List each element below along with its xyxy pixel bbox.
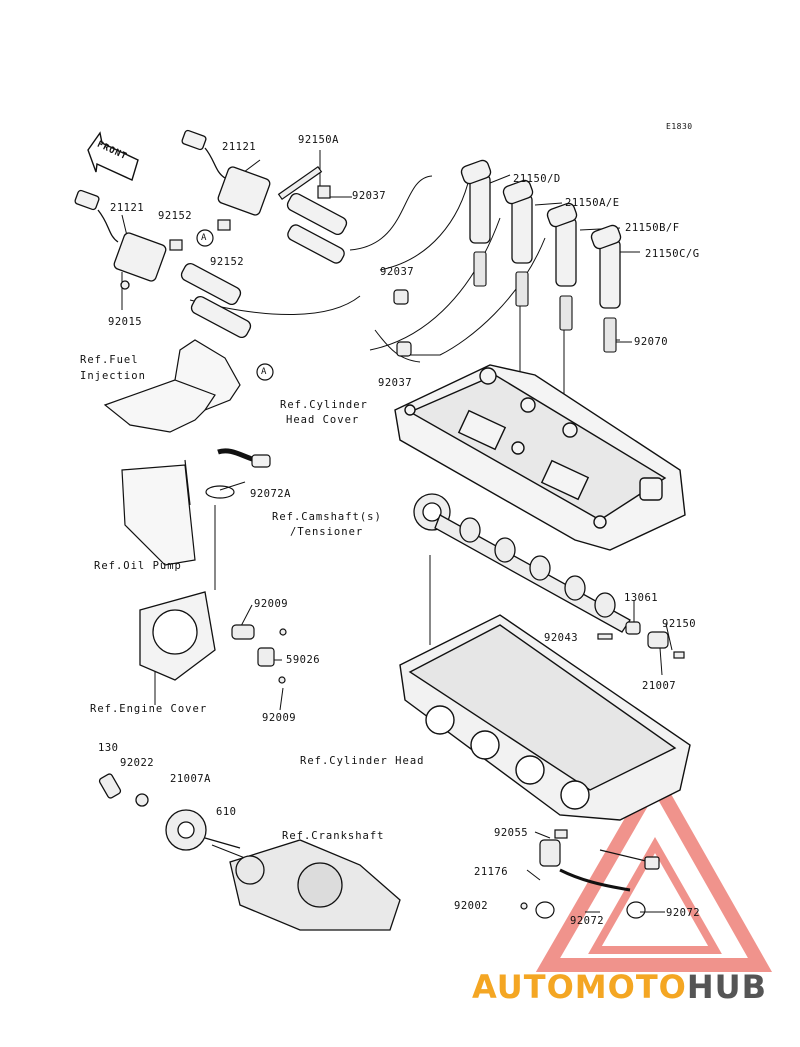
part-label-92009-bottom: 92009	[262, 712, 297, 724]
watermark-triangle	[535, 765, 773, 972]
cylinder-head-cover	[394, 364, 686, 551]
part-label-21121-upper: 21121	[222, 141, 257, 153]
part-label-92070: 92070	[634, 336, 669, 348]
ref-label-engine-cover: Ref.Engine Cover	[90, 703, 208, 715]
breather-hose	[205, 448, 271, 499]
part-label-130: 130	[98, 742, 119, 754]
ref-label-fuel-injection-1: Ref.Fuel	[80, 354, 139, 366]
part-label-13061: 13061	[624, 592, 659, 604]
part-label-92150: 92150	[662, 618, 697, 630]
part-label-92072-right: 92072	[666, 907, 701, 919]
ignition-coil-upper	[181, 129, 348, 264]
part-label-21176: 21176	[474, 866, 509, 878]
part-label-92150a: 92150A	[298, 134, 339, 146]
crankshaft	[229, 839, 401, 931]
ref-label-crankshaft: Ref.Crankshaft	[282, 830, 385, 842]
ref-label-oil-pump: Ref.Oil Pump	[94, 560, 182, 572]
pickup-sensor-59026	[231, 624, 287, 684]
part-label-21121-lower: 21121	[110, 202, 145, 214]
bolts-92150a-92152	[169, 165, 331, 251]
part-label-92015: 92015	[108, 316, 143, 328]
timing-sensor-21176	[520, 829, 660, 919]
oil-pump-plate	[121, 459, 196, 566]
callout-a-lower: A	[261, 367, 267, 377]
part-label-92002: 92002	[454, 900, 489, 912]
part-label-21150d: 21150/D	[513, 173, 561, 185]
clamps-92037	[393, 289, 412, 357]
part-label-92037-mid: 92037	[380, 266, 415, 278]
callout-circles	[196, 229, 274, 381]
watermark-logo: AUTOMOTOHUB	[472, 968, 767, 1006]
camshaft	[413, 493, 631, 633]
ref-label-camshaft-1: Ref.Camshaft(s)	[272, 511, 382, 523]
ref-label-fuel-injection-2: Injection	[80, 370, 146, 382]
fuel-injection-bracket	[103, 339, 241, 433]
part-label-92022: 92022	[120, 757, 155, 769]
part-label-21150ae: 21150A/E	[565, 197, 620, 209]
part-label-92037-top: 92037	[352, 190, 387, 202]
tensioner-parts	[597, 621, 685, 659]
watermark-text-part2: HUB	[686, 968, 768, 1006]
crankshaft-parts	[98, 773, 241, 851]
part-label-21007a: 21007A	[170, 773, 211, 785]
spark-plug-caps	[460, 159, 622, 309]
leader-lines	[121, 150, 673, 913]
watermark-text-part1: AUTOMOTO	[472, 968, 687, 1006]
part-label-92055: 92055	[494, 827, 529, 839]
part-label-610: 610	[216, 806, 237, 818]
part-label-92152-b: 92152	[210, 256, 245, 268]
front-arrow-icon	[87, 131, 139, 181]
cylinder-head	[399, 614, 691, 821]
part-label-92072-left: 92072	[570, 915, 605, 927]
engine-cover	[139, 591, 216, 681]
part-label-92152-a: 92152	[158, 210, 193, 222]
part-label-59026: 59026	[286, 654, 321, 666]
spark-plugs	[473, 251, 617, 353]
ref-label-cylinder-head-cover-1: Ref.Cylinder	[280, 399, 368, 411]
ref-label-cylinder-head: Ref.Cylinder Head	[300, 755, 425, 767]
ignition-coil-lower	[74, 189, 252, 339]
ref-label-cylinder-head-cover-2: Head Cover	[286, 414, 360, 426]
part-label-92043: 92043	[544, 632, 579, 644]
part-label-21150cg: 21150C/G	[645, 248, 700, 260]
diagram-code: E1830	[666, 122, 693, 131]
part-label-21007: 21007	[642, 680, 677, 692]
part-label-92037-low: 92037	[378, 377, 413, 389]
ref-label-camshaft-2: /Tensioner	[290, 526, 364, 538]
callout-a-upper: A	[201, 233, 207, 243]
part-label-21150bf: 21150B/F	[625, 222, 680, 234]
part-label-92009-top: 92009	[254, 598, 289, 610]
part-label-92072a: 92072A	[250, 488, 291, 500]
